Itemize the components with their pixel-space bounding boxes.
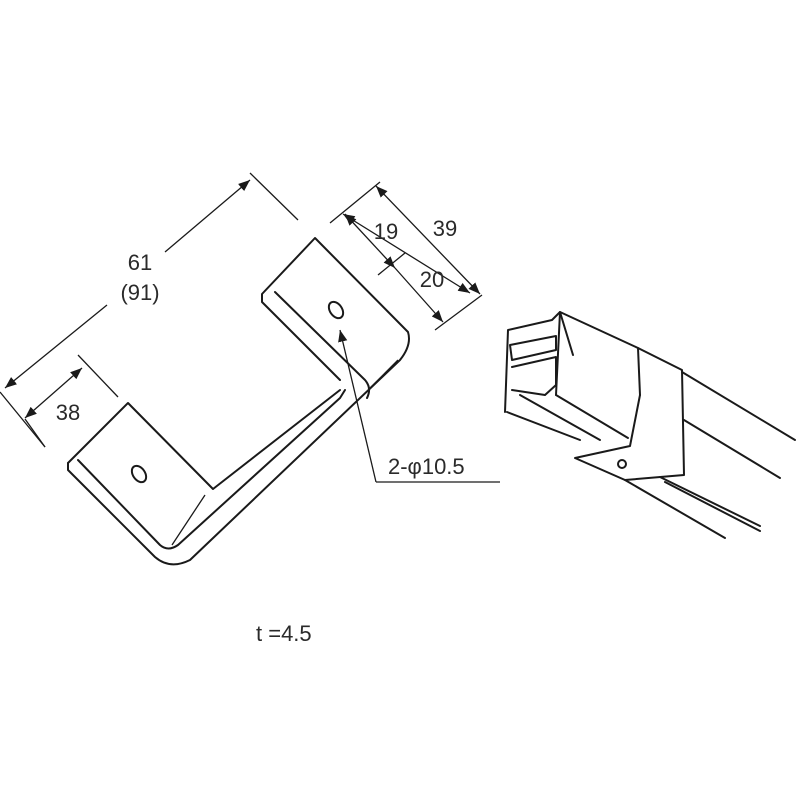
dimension-depth — [329, 181, 483, 331]
hole-lower — [130, 464, 148, 484]
installed-view — [504, 311, 796, 539]
dim-38-label: 38 — [56, 400, 80, 425]
hole-leader — [338, 329, 500, 483]
dim-39-label: 39 — [433, 216, 457, 241]
dim-91-label: (91) — [120, 280, 159, 305]
hole-upper — [327, 300, 345, 320]
hole-spec-label: 2-φ10.5 — [388, 454, 465, 479]
dim-20-label: 20 — [420, 267, 444, 292]
dim-19-label: 19 — [374, 219, 398, 244]
dimension-tab-width — [24, 354, 119, 448]
bracket-part — [67, 237, 410, 566]
dim-61-label: 61 — [128, 250, 152, 275]
dimension-length — [0, 172, 299, 448]
thickness-note: t =4.5 — [256, 621, 312, 646]
